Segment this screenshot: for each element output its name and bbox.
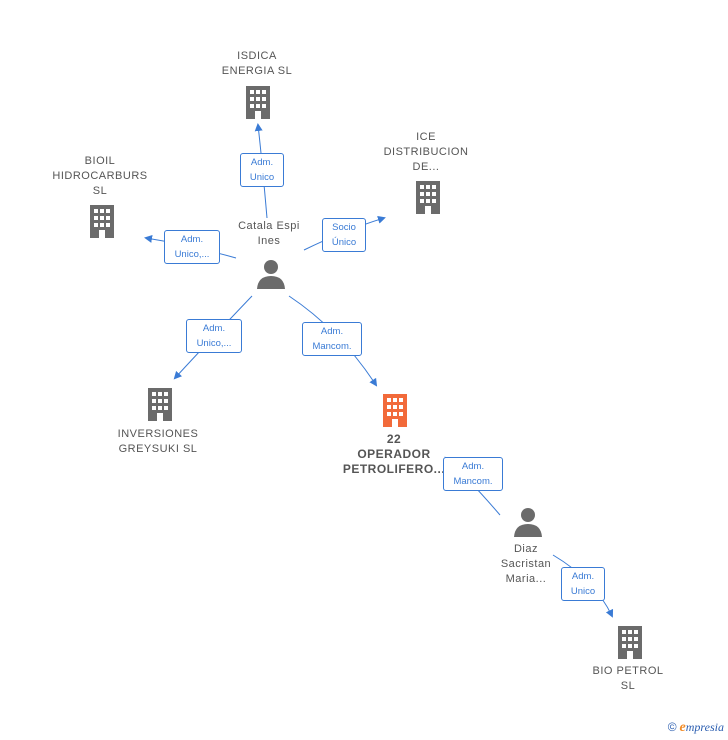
edge-label-biopetrol[interactable]: Adm. Unico bbox=[561, 567, 605, 601]
person-icon[interactable] bbox=[256, 258, 286, 290]
edge-label-line: Unico bbox=[249, 172, 275, 183]
edge-label-line: Unico bbox=[570, 586, 596, 597]
node-label-line: PETROLIFERO... bbox=[342, 462, 446, 476]
edge-label-line: Unico,... bbox=[196, 338, 232, 349]
node-label-bioil[interactable]: BIOIL HIDROCARBURS SL bbox=[52, 154, 147, 199]
edge-label-inversiones[interactable]: Adm. Unico,... bbox=[186, 319, 242, 353]
building-icon[interactable] bbox=[87, 203, 117, 239]
node-label-line: Sacristan bbox=[500, 558, 552, 570]
edge-label-bioil[interactable]: Adm. Unico,... bbox=[164, 230, 220, 264]
node-label-ice[interactable]: ICE DISTRIBUCION DE... bbox=[384, 130, 469, 175]
node-label-line: SL bbox=[92, 185, 108, 197]
node-label-inversiones[interactable]: INVERSIONES GREYSUKI SL bbox=[118, 427, 199, 457]
node-label-catala[interactable]: Catala Espi Ines bbox=[238, 219, 300, 249]
brand-logo-text: mpresia bbox=[685, 720, 724, 734]
node-label-line: Diaz bbox=[513, 543, 539, 555]
building-icon[interactable] bbox=[413, 179, 443, 215]
node-label-line: ENERGIA SL bbox=[221, 65, 293, 77]
edge-label-line: Socio bbox=[332, 222, 356, 233]
edge-label-operador[interactable]: Adm. Mancom. bbox=[302, 322, 362, 356]
node-label-line: INVERSIONES bbox=[117, 428, 199, 440]
edge-label-line: Adm. bbox=[202, 323, 226, 334]
copyright-symbol: © bbox=[667, 720, 677, 734]
edge-label-line: Adm. bbox=[320, 326, 344, 337]
node-label-line: BIOIL bbox=[84, 155, 116, 167]
building-icon[interactable] bbox=[615, 624, 645, 660]
node-label-line: Ines bbox=[257, 235, 281, 247]
node-label-diaz[interactable]: Diaz Sacristan Maria... bbox=[501, 542, 551, 587]
node-label-line: GREYSUKI SL bbox=[118, 443, 198, 455]
edge-label-isdica[interactable]: Adm. Unico bbox=[240, 153, 284, 187]
node-label-line: ISDICA bbox=[237, 50, 277, 62]
node-label-line: OPERADOR bbox=[357, 447, 431, 461]
edge-label-ice[interactable]: Socio Único bbox=[322, 218, 366, 252]
node-label-isdica[interactable]: ISDICA ENERGIA SL bbox=[222, 49, 292, 79]
edge-label-line: Unico,... bbox=[174, 249, 210, 260]
node-label-line: Catala Espi bbox=[238, 220, 300, 232]
footer-brand[interactable]: © empresia bbox=[668, 720, 724, 736]
node-label-line: DISTRIBUCION bbox=[383, 146, 469, 158]
node-label-line: BIO PETROL bbox=[592, 665, 664, 677]
edge-label-line: Adm. bbox=[461, 461, 485, 472]
edge-label-line: Adm. bbox=[250, 157, 274, 168]
edge-label-line: Único bbox=[331, 237, 357, 248]
edge-label-diaz-operador[interactable]: Adm. Mancom. bbox=[443, 457, 503, 491]
node-label-biopetrol[interactable]: BIO PETROL SL bbox=[592, 664, 663, 694]
building-icon[interactable] bbox=[380, 392, 410, 428]
node-label-line: Maria... bbox=[505, 573, 547, 585]
brand-logo-initial: e bbox=[679, 720, 686, 735]
node-label-line: SL bbox=[620, 680, 636, 692]
node-label-line: DE... bbox=[412, 161, 440, 173]
node-label-line: ICE bbox=[416, 131, 436, 143]
edge-label-line: Adm. bbox=[571, 571, 595, 582]
edge-label-line: Mancom. bbox=[312, 341, 352, 352]
person-icon[interactable] bbox=[513, 506, 543, 538]
node-label-operador[interactable]: 22 OPERADOR PETROLIFERO... bbox=[343, 432, 445, 477]
node-label-line: HIDROCARBURS bbox=[52, 170, 148, 182]
edge-label-line: Adm. bbox=[180, 234, 204, 245]
edge-label-line: Mancom. bbox=[453, 476, 493, 487]
node-label-line: 22 bbox=[386, 432, 402, 446]
building-icon[interactable] bbox=[243, 84, 273, 120]
building-icon[interactable] bbox=[145, 386, 175, 422]
